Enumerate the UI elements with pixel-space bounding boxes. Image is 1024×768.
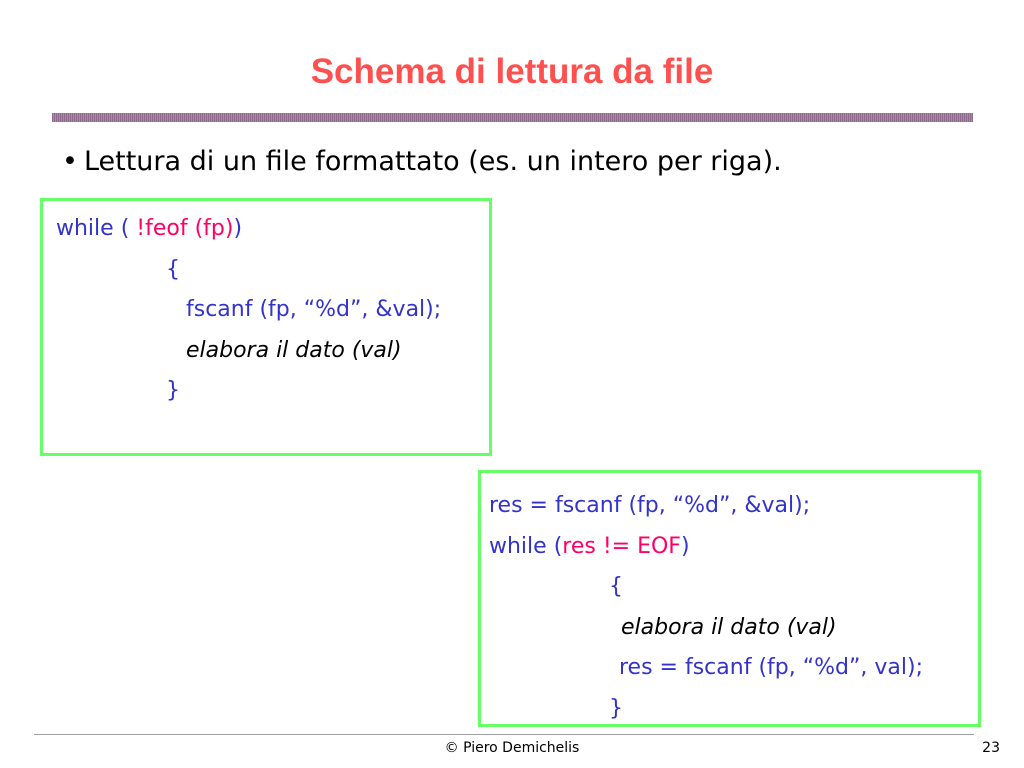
bullet-text: Lettura di un file formattato (es. un in… [83,146,782,177]
slide-title: Schema di lettura da file [310,52,714,91]
code-comment-line: elabora il dato (val) [489,608,978,649]
code-token: while ( [489,533,563,559]
footer-divider [34,734,974,735]
code-token: res = fscanf (fp, “%d”, val); [619,655,923,680]
code-token: { [166,256,180,282]
code-line: { [56,250,489,291]
code-keyword: res != EOF [562,533,681,559]
code-line: while ( !feof (fp)) [56,209,489,250]
code-line: while (res != EOF) [489,527,978,568]
code-token: ) [233,216,243,241]
footer-author: © Piero Demichelis [444,740,580,756]
bullet-dot-icon: • [62,146,78,177]
code-line: } [56,371,489,412]
code-line: { [489,567,978,608]
code-line: res = fscanf (fp, “%d”, val); [489,648,978,689]
code-token: res = fscanf (fp, “%d”, &val); [489,493,811,518]
title-divider [52,113,973,122]
code-token: } [166,378,180,403]
code-token: while ( [56,216,137,241]
bullet-item: •Lettura di un file formattato (es. un i… [62,146,782,177]
code-line: } [489,689,978,730]
code-keyword: !feof (fp) [136,216,234,241]
code-box-eof: res = fscanf (fp, “%d”, &val); while (re… [478,470,981,727]
code-token: fscanf (fp, “%d”, &val); [186,297,442,322]
code-token: elabora il dato (val) [186,337,402,363]
code-box-feof: while ( !feof (fp)) { fscanf (fp, “%d”, … [40,198,492,456]
code-line: fscanf (fp, “%d”, &val); [56,290,489,331]
code-comment-line: elabora il dato (val) [56,331,489,372]
code-line: res = fscanf (fp, “%d”, &val); [489,486,978,527]
code-token: } [609,695,623,721]
code-token: { [609,574,623,599]
code-token: ) [680,533,690,559]
page-number: 23 [982,740,1000,756]
code-token: elabora il dato (val) [621,614,837,640]
